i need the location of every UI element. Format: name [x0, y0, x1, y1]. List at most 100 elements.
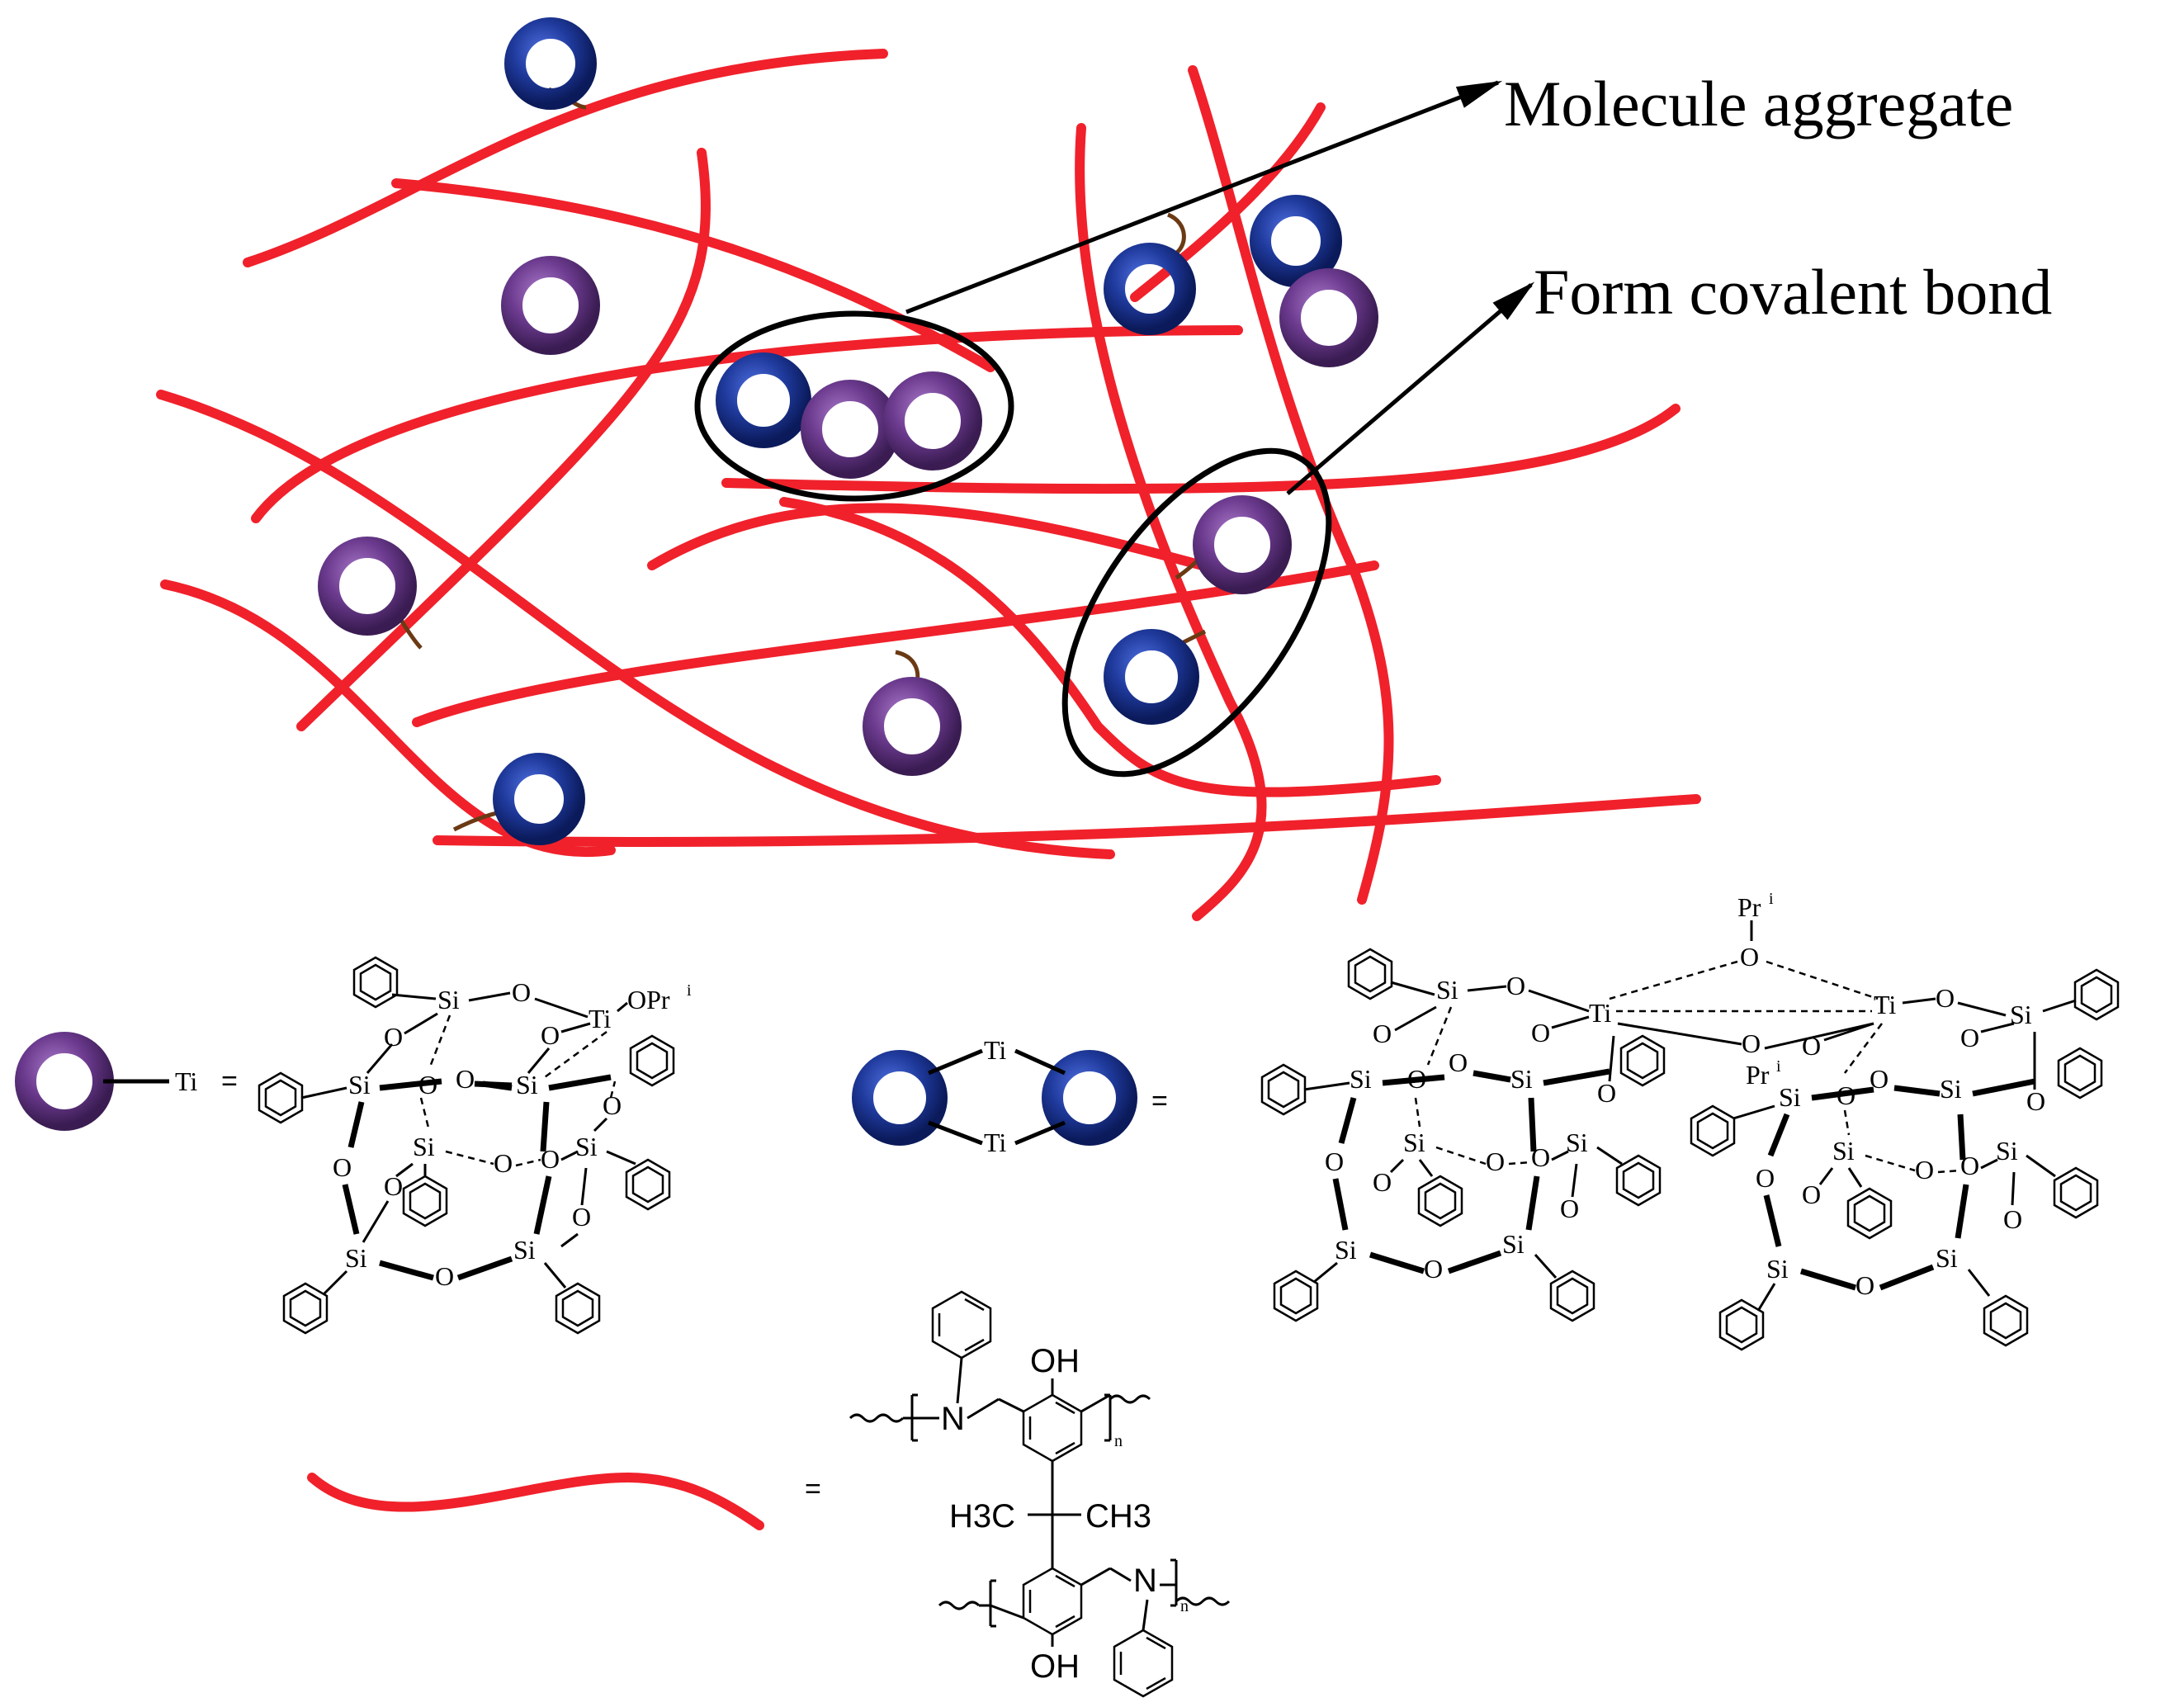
blue-ring: [1250, 195, 1342, 287]
fiber-9: [721, 404, 1681, 494]
fiber-2: [391, 178, 995, 372]
ti-top-label: Ti: [984, 1035, 1006, 1065]
ti-label: Ti: [175, 1066, 197, 1096]
equals-sign: =: [221, 1066, 238, 1097]
fiber-5: [156, 390, 1115, 859]
aggregate-ellipse: [694, 310, 1014, 502]
svg-text:O: O: [1486, 1147, 1505, 1176]
purple-ring: [1279, 268, 1378, 367]
svg-text:O: O: [1802, 1180, 1821, 1209]
blue-ring: [1104, 243, 1196, 335]
svg-text:Si: Si: [345, 1243, 367, 1273]
svg-text:Si: Si: [513, 1235, 536, 1265]
purple-ring: [863, 677, 962, 776]
svg-text:Pr: Pr: [1746, 1060, 1770, 1090]
svg-text:O: O: [541, 1020, 560, 1050]
fiber-8: [647, 503, 1222, 575]
covalent-ellipse: [1061, 447, 1332, 778]
blue-ring-legend: [852, 1050, 948, 1146]
svg-text:Si: Si: [348, 1070, 371, 1099]
svg-text:O: O: [1424, 1254, 1443, 1284]
svg-text:n: n: [1114, 1432, 1123, 1450]
rings: [318, 17, 1378, 845]
svg-text:n: n: [1180, 1597, 1189, 1615]
purple-ring: [501, 256, 600, 355]
legend-purple: Ti =: [15, 1032, 238, 1131]
svg-text:O: O: [1531, 1018, 1550, 1047]
svg-text:O: O: [1915, 1155, 1934, 1184]
blue-ring: [504, 17, 597, 110]
purple-ring-legend: [15, 1032, 114, 1131]
blue-ring: [716, 352, 811, 448]
svg-text:O: O: [1325, 1147, 1344, 1176]
legend-fiber: =: [307, 1472, 821, 1530]
svg-text:Ti: Ti: [589, 1004, 611, 1033]
svg-text:CH3: CH3: [1085, 1498, 1151, 1534]
poss-ti-structure: Si O Ti OPr i O O Si O O Si Si O O: [258, 956, 692, 1335]
svg-text:O: O: [1855, 1270, 1874, 1300]
svg-text:OH: OH: [1030, 1648, 1080, 1685]
svg-text:N: N: [1133, 1563, 1157, 1599]
svg-text:O: O: [1373, 1019, 1392, 1048]
svg-text:O: O: [418, 1070, 437, 1099]
fiber-10: [779, 497, 1441, 797]
svg-text:Si: Si: [1996, 1136, 2018, 1166]
blue-ring-legend: [1042, 1050, 1137, 1146]
svg-text:Si: Si: [516, 1070, 538, 1099]
svg-text:O: O: [1373, 1167, 1392, 1197]
svg-text:Si: Si: [1403, 1128, 1425, 1157]
legend-blue: Ti Ti =: [852, 1035, 1168, 1157]
svg-text:i: i: [687, 981, 692, 1000]
svg-text:O: O: [1837, 1080, 1855, 1110]
svg-text:Ti: Ti: [1874, 990, 1896, 1019]
svg-text:O: O: [2003, 1204, 2022, 1234]
svg-text:O: O: [1756, 1163, 1775, 1193]
svg-text:O: O: [603, 1090, 622, 1120]
fiber-14: [1130, 102, 1326, 302]
svg-text:Si: Si: [1940, 1074, 1962, 1104]
svg-text:O: O: [572, 1202, 591, 1232]
equals-sign: =: [805, 1473, 821, 1505]
purple-ring: [318, 537, 417, 636]
covalent-arrow: [1286, 281, 1535, 495]
fiber-7: [412, 560, 1379, 727]
svg-text:Si: Si: [1510, 1064, 1533, 1094]
svg-text:Si: Si: [1436, 975, 1458, 1005]
covalent-label: Form covalent bond: [1534, 256, 2052, 328]
svg-text:O: O: [2026, 1086, 2045, 1116]
svg-text:O: O: [1740, 942, 1759, 972]
svg-text:O: O: [1407, 1064, 1426, 1094]
svg-text:Si: Si: [1502, 1229, 1525, 1259]
svg-text:Si: Si: [413, 1132, 435, 1161]
svg-text:Si: Si: [1335, 1235, 1357, 1265]
svg-text:i: i: [1776, 1057, 1781, 1076]
svg-text:O: O: [1960, 1023, 1979, 1052]
svg-text:O: O: [384, 1022, 403, 1052]
svg-text:Pr: Pr: [1737, 892, 1761, 922]
svg-text:OH: OH: [1030, 1343, 1080, 1379]
svg-text:O: O: [1449, 1047, 1468, 1077]
svg-text:O: O: [1506, 971, 1525, 1000]
fiber-11: [433, 794, 1701, 847]
svg-text:O: O: [1597, 1078, 1616, 1108]
svg-text:Si: Si: [1566, 1128, 1588, 1157]
svg-text:OPr: OPr: [627, 985, 670, 1014]
fiber-12: [1075, 123, 1267, 921]
svg-text:O: O: [1560, 1194, 1579, 1223]
aggregate-arrow: [905, 80, 1503, 314]
equals-sign: =: [1151, 1085, 1168, 1117]
svg-text:O: O: [435, 1261, 454, 1291]
svg-text:O: O: [1870, 1064, 1889, 1094]
fiber-legend: [307, 1472, 764, 1530]
purple-ring: [801, 380, 900, 479]
svg-text:O: O: [1742, 1028, 1761, 1058]
svg-text:Si: Si: [1350, 1064, 1372, 1094]
purple-ring: [883, 371, 982, 470]
svg-text:Si: Si: [1832, 1136, 1855, 1166]
ti-bottom-label: Ti: [984, 1128, 1006, 1157]
fiber-1: [243, 49, 888, 267]
svg-text:O: O: [1936, 983, 1955, 1013]
blue-ring: [1104, 629, 1199, 725]
svg-text:O: O: [512, 977, 531, 1007]
